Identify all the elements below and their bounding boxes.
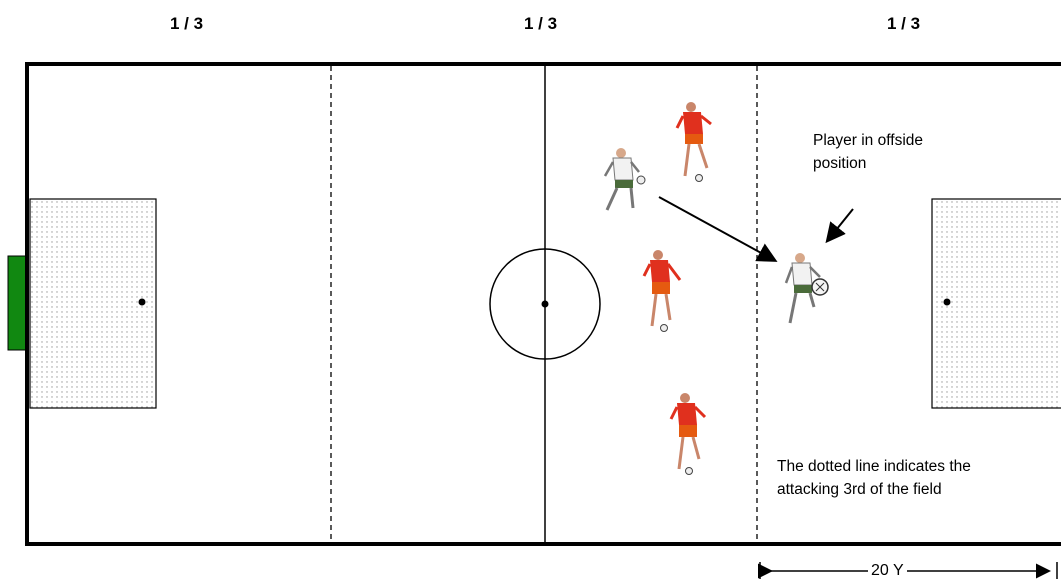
offside-annotation-line2: position	[813, 155, 867, 172]
penalty-area-right	[931, 198, 1061, 409]
dotted-line-annotation-line1: The dotted line indicates the	[777, 458, 971, 475]
dotted-line-annotation: The dotted line indicates the attacking …	[777, 455, 971, 501]
offside-annotation: Player in offside position	[813, 129, 923, 175]
center-spot	[541, 300, 549, 308]
distance-label: 20 Y	[868, 562, 907, 580]
attacking-player-passer	[603, 148, 646, 211]
offside-annotation-line1: Player in offside	[813, 132, 923, 149]
third-label-left: 1 / 3	[170, 14, 204, 33]
penalty-spot-left	[138, 298, 146, 306]
third-label-right: 1 / 3	[887, 14, 921, 33]
defending-player-bottom	[669, 393, 707, 475]
defending-player-top	[675, 102, 712, 182]
penalty-spot-right	[943, 298, 951, 306]
attacking-player-offside	[784, 253, 829, 324]
goal-marker	[7, 255, 27, 351]
third-label-middle: 1 / 3	[524, 14, 558, 33]
offside-pointer-arrow	[825, 208, 854, 244]
dotted-line-annotation-line2: attacking 3rd of the field	[777, 481, 942, 498]
center-circle	[489, 248, 601, 360]
defending-player-middle	[642, 250, 682, 332]
penalty-area-left	[29, 198, 157, 409]
pass-arrow	[658, 196, 778, 262]
